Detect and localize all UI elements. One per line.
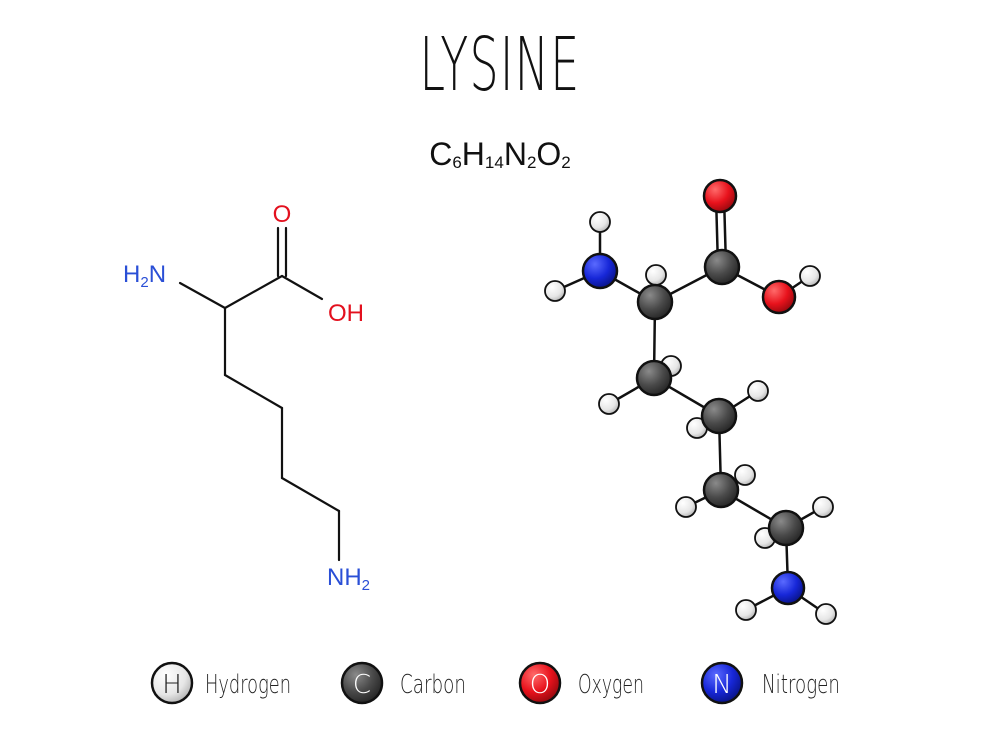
oxygen-atom-o2 xyxy=(761,279,797,315)
legend-item-oxygen: O Oxygen xyxy=(518,661,644,705)
model-atoms xyxy=(544,178,837,625)
molecule-title: LYSINE xyxy=(419,22,581,108)
hydrogen-atom-h2 xyxy=(544,280,566,302)
hydrogen-symbol: H xyxy=(162,670,182,700)
hydrogen-atom-h11 xyxy=(812,496,834,518)
carbon-atom-cd xyxy=(702,471,740,509)
label-side-chain-amine-nh: NH xyxy=(327,564,362,591)
carbon-atom-cb xyxy=(635,359,673,397)
oxygen-atom-o1 xyxy=(702,178,738,214)
label-side-chain-amine-sub: 2 xyxy=(362,577,370,594)
label-side-chain-amine: NH2 xyxy=(327,564,370,594)
formula-hydrogen: H xyxy=(461,136,485,172)
oxygen-label: Oxygen xyxy=(578,670,644,700)
carbon-atom-cg xyxy=(700,397,738,435)
formula-oxygen-count: 2 xyxy=(561,153,571,172)
hydrogen-atom-h1 xyxy=(589,211,611,233)
bond-cbeta-cgamma xyxy=(223,373,284,410)
legend-item-nitrogen: N Nitrogen xyxy=(700,661,840,705)
oxygen-symbol: O xyxy=(530,670,550,700)
nitrogen-symbol: N xyxy=(712,670,731,700)
label-alpha-amine: H2N xyxy=(123,261,166,291)
label-alpha-amine-h: H xyxy=(123,261,140,288)
hydrogen-atom-h14 xyxy=(815,603,837,625)
hydrogen-atom-h9 xyxy=(734,464,756,486)
legend-item-hydrogen: H Hydrogen xyxy=(150,661,291,705)
bond-c-oh xyxy=(280,274,324,301)
formula-oxygen: O xyxy=(536,136,562,172)
formula-carbon: C xyxy=(429,136,453,172)
hydrogen-atom-h6 xyxy=(598,393,620,415)
label-alpha-amine-sub: 2 xyxy=(140,274,148,291)
label-carbonyl-oxygen: O xyxy=(273,201,292,228)
formula-hydrogen-count: 14 xyxy=(484,153,504,172)
bond-calpha-ccarboxyl xyxy=(223,274,284,310)
hydrogen-atom-h13 xyxy=(735,599,757,621)
carbon-atom-cc xyxy=(703,248,741,286)
formula-carbon-count: 6 xyxy=(452,153,462,172)
carbon-atom-ce xyxy=(767,509,805,547)
chemical-formula: C6H14N2O2 xyxy=(0,136,1000,173)
formula-nitrogen-count: 2 xyxy=(526,153,537,172)
legend-item-carbon: C Carbon xyxy=(340,661,466,705)
hydrogen-atom-h10 xyxy=(675,496,697,518)
label-hydroxyl: OH xyxy=(328,300,364,327)
formula-nitrogen: N xyxy=(503,136,527,172)
hydrogen-atom-h7 xyxy=(747,380,769,402)
hydrogen-label: Hydrogen xyxy=(205,670,291,700)
carbon-label: Carbon xyxy=(400,670,466,700)
carbon-atom-ca xyxy=(636,283,674,321)
label-alpha-amine-n: N xyxy=(149,261,166,288)
carbon-swatch xyxy=(340,661,384,705)
nitrogen-label: Nitrogen xyxy=(762,670,840,700)
bond-cdelta-cepsilon xyxy=(280,476,341,513)
oxygen-swatch xyxy=(518,661,562,705)
hydrogen-swatch xyxy=(150,661,194,705)
bond-n-calpha xyxy=(178,281,227,310)
carbon-symbol: C xyxy=(353,670,371,700)
nitrogen-atom-n1 xyxy=(581,252,619,290)
hydrogen-atom-h4 xyxy=(799,265,821,287)
nitrogen-swatch xyxy=(700,661,744,705)
nitrogen-atom-n2 xyxy=(770,570,806,606)
